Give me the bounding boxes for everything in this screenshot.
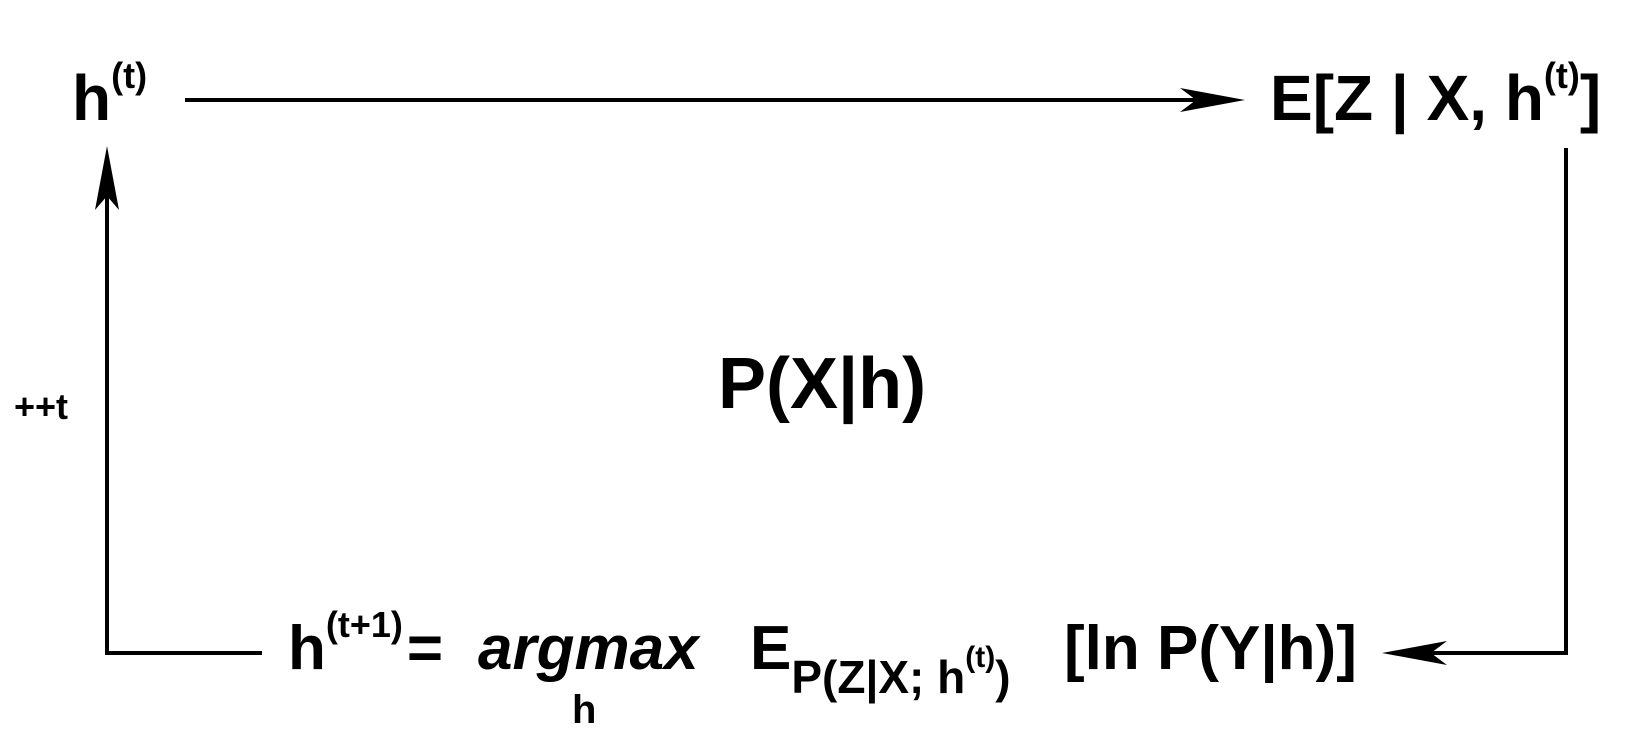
expectation-subscript-prefix: P(Z|X; h xyxy=(791,651,966,703)
argmax-subscript: h xyxy=(572,688,597,732)
m-step-h-sup: (t+1) xyxy=(325,604,403,645)
node-h-t-sup: (t) xyxy=(111,55,148,96)
expectation-subscript-sup: (t) xyxy=(965,641,996,674)
increment-label: ++t xyxy=(14,386,69,427)
node-expectation-sup: (t) xyxy=(1543,55,1580,96)
node-expectation-suffix: ] xyxy=(1579,62,1602,134)
m-step-h: h xyxy=(288,614,326,683)
expectation-E: E xyxy=(750,614,792,683)
log-likelihood-term: [ln P(Y|h)] xyxy=(1064,614,1357,683)
arrow-left-path xyxy=(105,185,262,655)
expectation-operator: EP(Z|X; h(t)) xyxy=(750,618,1011,701)
node-h-t-base: h xyxy=(72,62,112,134)
argmax-operator: argmax xyxy=(478,614,699,683)
center-likelihood: P(X|h) xyxy=(718,344,927,424)
arrow-left-head xyxy=(95,146,119,210)
expectation-subscript-suffix: ) xyxy=(995,651,1011,703)
arrow-bottom-right-head xyxy=(1382,641,1447,665)
node-expectation: E[Z | X, h(t)] xyxy=(1270,58,1601,131)
node-h-t: h(t) xyxy=(72,58,147,131)
arrow-top-head xyxy=(1180,88,1245,112)
arrow-right-path xyxy=(1400,148,1568,655)
m-step-equation: h(t+1)= xyxy=(288,607,443,680)
m-step-equals: = xyxy=(406,614,444,683)
node-expectation-prefix: E[Z | X, h xyxy=(1270,62,1544,134)
expectation-subscript: P(Z|X; h(t)) xyxy=(791,643,1011,703)
